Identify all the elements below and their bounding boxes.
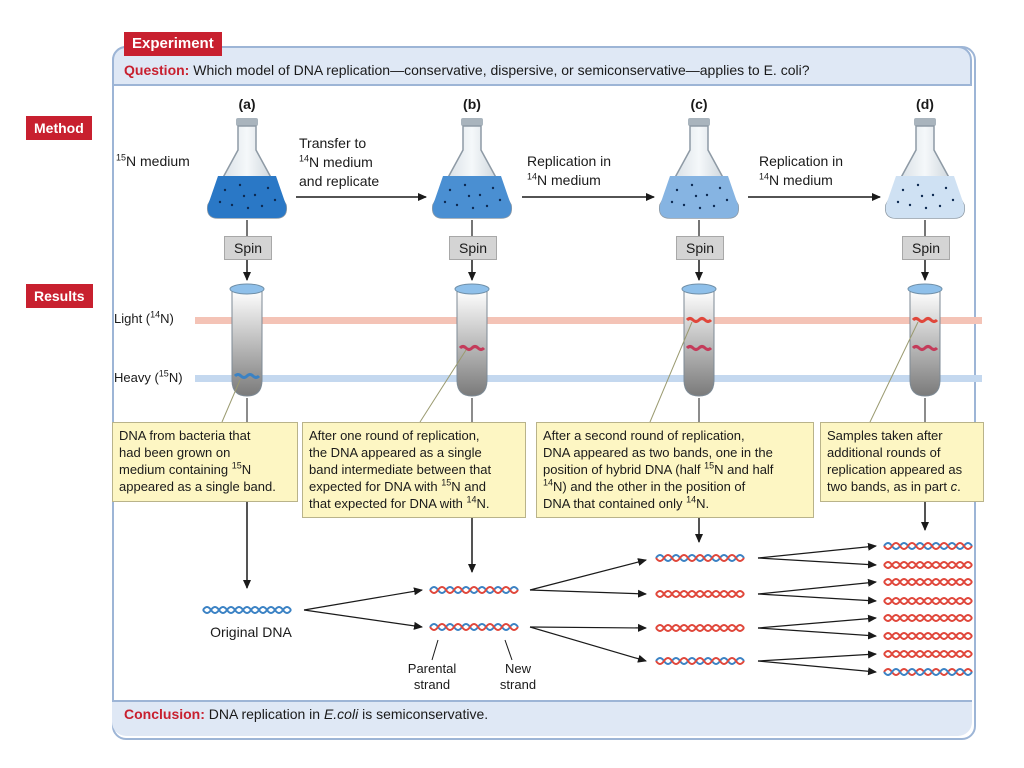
light-density-line [195,317,982,324]
tube-c [682,284,716,396]
flask-d [886,118,965,218]
results-tag: Results [26,284,93,308]
dna-gen2 [656,555,744,664]
spin-box-a: Spin [224,236,272,260]
light-density-label: Light (14N) [114,311,174,326]
conclusion-label: Conclusion: [124,706,205,722]
callout-b: After one round of replication, the DNA … [302,422,526,518]
spin-box-b: Spin [449,236,497,260]
original-dna-label: Original DNA [196,624,306,640]
transfer-label-3: Replication in 14N medium [759,152,843,190]
new-strand-label: New strand [488,661,548,693]
part-label-a: (a) [227,96,267,112]
dna-gen1-2 [430,624,518,630]
experiment-tag: Experiment [124,32,222,56]
question-text: Question: Which model of DNA replication… [124,62,810,78]
tube-b [455,284,489,396]
part-label-d: (d) [905,96,945,112]
transfer-label-1: Transfer to 14N medium and replicate [299,134,379,191]
tube-d [908,284,942,396]
flask-c [660,118,739,218]
dna-gen1-1 [430,587,518,593]
spin-box-d: Spin [902,236,950,260]
transfer-label-2: Replication in 14N medium [527,152,611,190]
flask-a [208,118,287,218]
question-label: Question: [124,62,189,78]
spin-box-c: Spin [676,236,724,260]
dna-gen3 [884,543,972,675]
question-body: Which model of DNA replication—conservat… [193,62,809,78]
part-label-c: (c) [679,96,719,112]
conclusion-text: Conclusion: DNA replication in E.coli is… [124,706,488,722]
medium-label-15n: 15N medium [116,152,190,171]
callout-c: After a second round of replication, DNA… [536,422,814,518]
tube-a [230,284,264,396]
part-label-b: (b) [452,96,492,112]
flask-b [433,118,512,218]
parental-strand-label: Parental strand [402,661,462,693]
dna-original [203,607,291,613]
heavy-density-label: Heavy (15N) [114,370,183,385]
heavy-density-line [195,375,982,382]
callout-a: DNA from bacteria that had been grown on… [112,422,298,502]
method-tag: Method [26,116,92,140]
callout-d: Samples taken after additional rounds of… [820,422,984,502]
